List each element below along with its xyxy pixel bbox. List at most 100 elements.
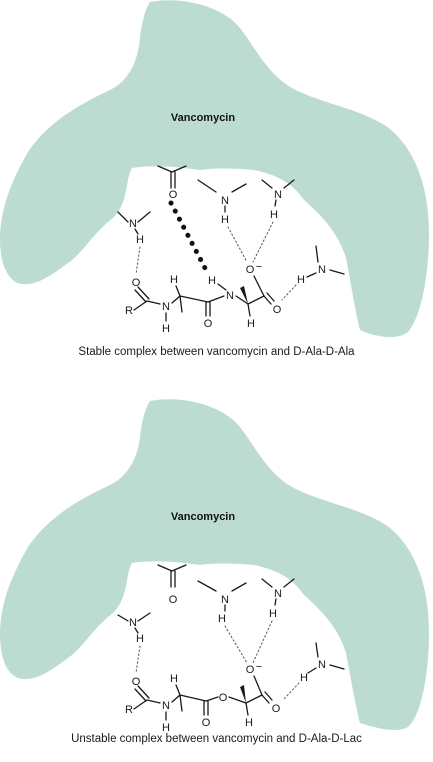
acyl-carbonyl-bond bbox=[137, 685, 150, 699]
wedge-bond bbox=[240, 286, 248, 304]
negative-charge-label: − bbox=[256, 261, 262, 273]
alpha-hydrogen-label: H bbox=[245, 717, 253, 729]
backbone-bond bbox=[231, 183, 247, 193]
vancomycin-label: Vancomycin bbox=[171, 112, 235, 124]
ester-bond bbox=[205, 696, 219, 702]
amide-hydrogen-label: H bbox=[208, 275, 216, 287]
backbone-bond bbox=[315, 642, 319, 658]
amide-hydrogen-label: H bbox=[221, 214, 229, 226]
amide-nitrogen-label: N bbox=[162, 301, 170, 313]
stable-complex-panel: Vancomycin O N H N H N H N H O − bbox=[0, 0, 429, 338]
amide-nitrogen-label: N bbox=[274, 588, 282, 600]
carboxylate-oxygen-label: O bbox=[246, 264, 255, 276]
hydrogen-bond bbox=[224, 625, 248, 664]
hydrogen-bond bbox=[252, 620, 273, 664]
hydrogen-bond bbox=[135, 645, 141, 674]
backbone-bond bbox=[157, 165, 187, 173]
unstable-complex-diagram: Vancomycin O N H N H N H N H O − O bbox=[0, 399, 429, 734]
strong-hydrogen-bond bbox=[168, 200, 208, 271]
amine-hydrogen-label: H bbox=[300, 672, 308, 684]
amide-hydrogen-label: H bbox=[162, 722, 170, 734]
carboxylate-bond bbox=[245, 694, 263, 704]
carboxylate-bond bbox=[261, 694, 270, 704]
amide-hydrogen-label: H bbox=[218, 613, 226, 625]
stable-complex-caption: Stable complex between vancomycin and D-… bbox=[78, 346, 355, 358]
backbone-bond bbox=[231, 582, 247, 592]
vancomycin-label: Vancomycin bbox=[171, 511, 235, 523]
carbonyl-oxygen-label: O bbox=[202, 717, 211, 729]
acyl-carbonyl-bond bbox=[137, 286, 150, 300]
backbone-bond bbox=[329, 269, 345, 275]
vancomycin-shape bbox=[0, 399, 429, 730]
amide-hydrogen-label: H bbox=[269, 608, 277, 620]
acyl-oxygen-label: O bbox=[132, 277, 141, 289]
hydrogen-bond bbox=[135, 246, 141, 275]
nh-bond bbox=[217, 283, 227, 291]
backbone-bond bbox=[117, 614, 129, 622]
amide-hydrogen-label: H bbox=[162, 323, 170, 335]
amide-nitrogen-label: N bbox=[274, 189, 282, 201]
wedge-bond bbox=[240, 685, 246, 703]
backbone-bond bbox=[197, 179, 217, 193]
carboxylate-bond bbox=[247, 295, 265, 305]
backbone-bond bbox=[137, 612, 151, 622]
ligand-bond bbox=[235, 295, 249, 305]
methyl-bond bbox=[179, 295, 183, 313]
backbone-bond bbox=[117, 211, 129, 223]
amide-nitrogen-label: N bbox=[129, 617, 137, 629]
carboxylate-bond bbox=[253, 675, 263, 696]
nh-bond bbox=[307, 667, 317, 674]
backbone-bond bbox=[157, 564, 187, 572]
backbone-bond bbox=[329, 664, 345, 670]
ca-h-bond bbox=[175, 684, 181, 696]
carboxylate-oxygen-label: O bbox=[272, 703, 281, 715]
ligand-bond bbox=[171, 694, 181, 703]
ester-bond bbox=[228, 696, 247, 704]
acyl-carbonyl-bond bbox=[134, 289, 147, 303]
acyl-carbonyl-bond bbox=[134, 688, 147, 702]
carboxylate-oxygen-label: O bbox=[273, 304, 282, 316]
amide-nitrogen-label: N bbox=[226, 290, 234, 302]
ca-h-bond bbox=[247, 303, 251, 317]
ligand-bond bbox=[146, 699, 161, 704]
ligand-bond bbox=[179, 694, 207, 702]
carbonyl-oxygen-label: O bbox=[169, 189, 178, 201]
vancomycin-shape bbox=[0, 0, 429, 338]
carboxylate-oxygen-label: O bbox=[246, 664, 255, 676]
amide-hydrogen-label: H bbox=[270, 209, 278, 221]
r-group-label: R bbox=[125, 704, 133, 716]
amide-nitrogen-label: N bbox=[129, 218, 137, 230]
hydrogen-bond bbox=[281, 284, 297, 301]
ligand-bond bbox=[146, 300, 161, 305]
acyl-oxygen-label: O bbox=[132, 676, 141, 688]
amine-nitrogen-label: N bbox=[318, 264, 326, 276]
amide-nitrogen-label: N bbox=[162, 700, 170, 712]
r-group-bond bbox=[133, 699, 148, 710]
hydrogen-bond bbox=[252, 221, 274, 263]
carboxylate-bond bbox=[266, 292, 275, 302]
nh-bond bbox=[134, 627, 139, 634]
ca-h-bond bbox=[175, 285, 181, 297]
negative-charge-label: − bbox=[256, 661, 262, 673]
nh-bond bbox=[134, 228, 139, 235]
carbonyl-oxygen-label: O bbox=[169, 594, 178, 606]
nh-bond bbox=[274, 199, 277, 207]
r-group-bond bbox=[133, 300, 148, 311]
ligand-bond bbox=[207, 295, 225, 303]
ligand-bond bbox=[171, 295, 181, 304]
amide-nitrogen-label: N bbox=[221, 195, 229, 207]
amide-hydrogen-label: H bbox=[136, 234, 144, 246]
amine-nitrogen-label: N bbox=[318, 659, 326, 671]
backbone-bond bbox=[315, 245, 319, 263]
backbone-bond bbox=[197, 580, 217, 592]
hydrogen-bond bbox=[227, 226, 248, 263]
unstable-complex-panel: Vancomycin O N H N H N H N H O − O bbox=[0, 381, 433, 762]
backbone-bond bbox=[283, 578, 295, 588]
methyl-bond bbox=[179, 694, 183, 712]
carboxylate-bond bbox=[253, 275, 265, 297]
ester-oxygen-label: O bbox=[219, 692, 228, 704]
backbone-bond bbox=[283, 179, 295, 189]
unstable-complex-caption: Unstable complex between vancomycin and … bbox=[71, 733, 362, 745]
alpha-hydrogen-label: H bbox=[170, 274, 178, 286]
ca-h-bond bbox=[245, 702, 249, 716]
